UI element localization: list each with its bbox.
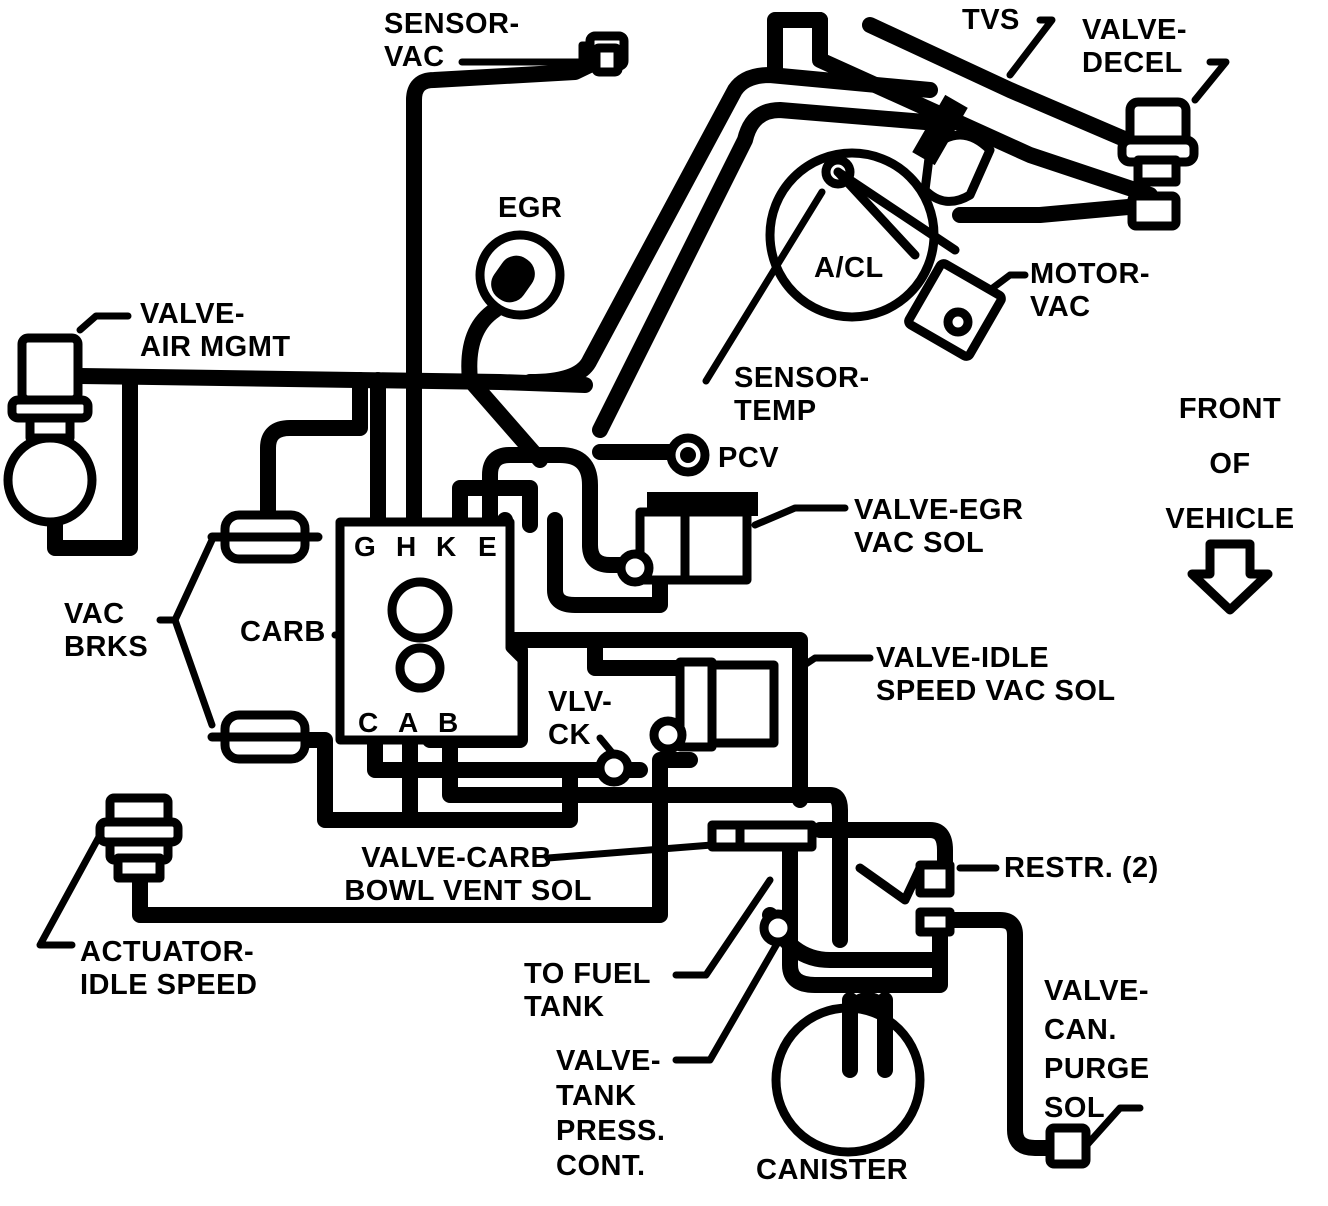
- label-sensor-temp: SENSOR- TEMP: [734, 362, 870, 428]
- valve-decel-part: [1117, 97, 1199, 231]
- front-arrow-icon: [1187, 539, 1273, 615]
- valve-can-purge-sol-part: [1045, 1123, 1091, 1169]
- valve-idle-speed-vac-sol-part: [649, 657, 779, 754]
- canister-part: [771, 992, 925, 1157]
- label-vac-brks-line1: VAC: [64, 598, 125, 630]
- label-carb: CARB: [240, 616, 326, 648]
- carb-port-b: B: [438, 707, 459, 738]
- label-can-purge-line1: VALVE-: [1044, 975, 1150, 1007]
- label-valve-egr-vac-sol: VALVE-EGR VAC SOL: [854, 494, 1023, 560]
- label-valve-air-mgmt-line2: AIR MGMT: [140, 331, 291, 363]
- carburetor-part: [335, 517, 527, 745]
- label-front-line3: VEHICLE: [1165, 503, 1295, 535]
- label-valve-idle-line2: SPEED VAC SOL: [876, 675, 1116, 707]
- valve-egr-vac-sol-part: [616, 492, 758, 587]
- label-carb-bowl-line1: VALVE-CARB: [361, 842, 552, 874]
- label-egr: EGR: [498, 192, 563, 224]
- label-front-line1: FRONT: [1178, 393, 1282, 425]
- label-vlv-ck-line1: VLV-: [548, 686, 613, 718]
- label-sensor-vac-line1: SENSOR-: [384, 8, 520, 40]
- label-can-purge-line3: PURGE: [1044, 1053, 1150, 1085]
- label-vlv-ck-line2: CK: [548, 719, 591, 751]
- vacuum-hoses: [47, 12, 1158, 1156]
- label-actuator-line2: IDLE SPEED: [80, 969, 258, 1001]
- label-canister: CANISTER: [756, 1154, 909, 1186]
- label-carb-bowl-line2: BOWL VENT SOL: [344, 875, 592, 907]
- label-front-line2: OF: [1209, 448, 1251, 480]
- air-cleaner-part: [765, 94, 1006, 361]
- label-front-of-vehicle: FRONT OF VEHICLE: [1150, 382, 1310, 547]
- pcv-part: [666, 433, 710, 477]
- label-valve-can-purge-sol: VALVE- CAN. PURGE SOL: [1044, 972, 1150, 1128]
- label-to-fuel-tank: TO FUEL TANK: [524, 958, 651, 1024]
- label-valve-decel-line2: DECEL: [1082, 47, 1183, 79]
- label-motor-vac-line2: VAC: [1030, 291, 1091, 323]
- carb-port-e: E: [478, 531, 498, 562]
- label-valve-decel: VALVE- DECEL: [1082, 14, 1187, 80]
- label-sensor-temp-line1: SENSOR-: [734, 362, 870, 394]
- label-tank-press-line2: TANK: [556, 1080, 637, 1112]
- carb-port-a: A: [398, 707, 419, 738]
- label-restr: RESTR. (2): [1004, 852, 1159, 884]
- label-valve-tank-press-cont: VALVE- TANK PRESS. CONT.: [556, 1044, 665, 1184]
- label-tvs: TVS: [962, 4, 1020, 36]
- label-vac-brks: VAC BRKS: [64, 598, 148, 664]
- restrictors-part: [759, 860, 955, 947]
- label-to-fuel-tank-line1: TO FUEL: [524, 958, 652, 990]
- label-valve-idle-line1: VALVE-IDLE: [876, 642, 1050, 674]
- label-to-fuel-tank-line2: TANK: [524, 991, 605, 1023]
- label-sensor-vac-line2: VAC: [384, 41, 445, 73]
- actuator-idle-speed-part: [95, 793, 183, 883]
- egr-valve-part: [475, 230, 565, 320]
- label-valve-carb-bowl-vent-sol: VALVE-CARB BOWL VENT SOL: [312, 842, 592, 908]
- label-valve-egr-vac-sol-line2: VAC SOL: [854, 527, 985, 559]
- label-sensor-vac: SENSOR- VAC: [384, 8, 520, 74]
- label-tank-press-line4: CONT.: [556, 1150, 646, 1182]
- label-valve-air-mgmt-line1: VALVE-: [140, 298, 246, 330]
- label-can-purge-line4: SOL: [1044, 1092, 1106, 1124]
- label-actuator-idle-speed: ACTUATOR- IDLE SPEED: [80, 936, 257, 1002]
- label-valve-air-mgmt: VALVE- AIR MGMT: [140, 298, 291, 364]
- valve-carb-bowl-vent-sol-part: [707, 820, 817, 852]
- label-motor-vac: MOTOR- VAC: [1030, 258, 1150, 324]
- valve-air-mgmt-part: [3, 333, 97, 527]
- label-valve-decel-line1: VALVE-: [1082, 14, 1188, 46]
- label-vlv-ck: VLV- CK: [548, 686, 612, 752]
- label-valve-idle-speed-vac-sol: VALVE-IDLE SPEED VAC SOL: [876, 642, 1116, 708]
- carb-port-k: K: [436, 531, 457, 562]
- label-can-purge-line2: CAN.: [1044, 1014, 1117, 1046]
- label-vac-brks-line2: BRKS: [64, 631, 149, 663]
- label-sensor-temp-line2: TEMP: [734, 395, 817, 427]
- label-tank-press-line3: PRESS.: [556, 1115, 666, 1147]
- label-motor-vac-line1: MOTOR-: [1030, 258, 1151, 290]
- label-pcv: PCV: [718, 442, 780, 474]
- carb-port-c: C: [358, 707, 379, 738]
- sensor-vac-part: [585, 31, 629, 77]
- carb-port-h: H: [396, 531, 417, 562]
- label-tank-press-line1: VALVE-: [556, 1045, 662, 1077]
- label-leaders: [36, 16, 1230, 1150]
- label-acl: A/CL: [814, 252, 884, 284]
- label-actuator-line1: ACTUATOR-: [80, 936, 255, 968]
- carb-port-g: G: [354, 531, 377, 562]
- label-valve-egr-vac-sol-line1: VALVE-EGR: [854, 494, 1024, 526]
- vac-brakes-part: [207, 510, 323, 764]
